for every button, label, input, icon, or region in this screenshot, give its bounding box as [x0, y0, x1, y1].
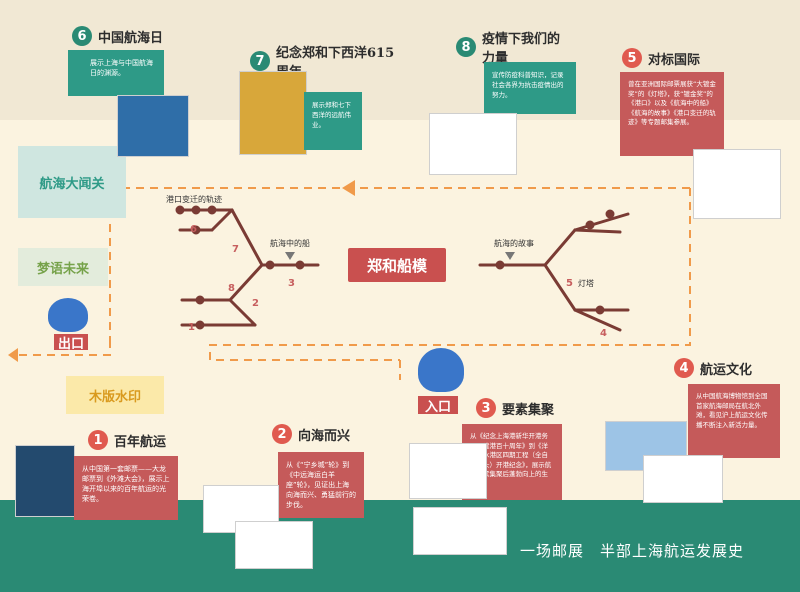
entry-sign[interactable]: 入口: [418, 396, 458, 415]
node-label-port: 港口变迁的轨迹: [166, 195, 222, 204]
stamp-image: [16, 446, 74, 516]
section-2-header: 2 向海而兴: [272, 424, 350, 444]
section-5-header: 5 对标国际: [622, 48, 700, 68]
stamp-image: [118, 96, 188, 156]
section-6-card: 展示上海与中国航海日的渊源。: [68, 50, 164, 96]
section-8-header: 8 疫情下我们的力量: [456, 28, 572, 66]
node-number: 1: [188, 322, 195, 333]
stamp-image: [410, 444, 486, 498]
section-5-card: 曾在亚洲国际邮票展获“大镀金奖”的《灯塔》，获“镀金奖”的《港口》以及《航海中的…: [620, 72, 724, 156]
section-number: 4: [674, 358, 694, 378]
node-label-lighthouse: 灯塔: [578, 279, 594, 288]
node-number: 2: [252, 298, 259, 309]
stamp-image: [414, 508, 506, 554]
center-exhibit[interactable]: 郑和船模: [348, 248, 446, 282]
node-number: 3: [288, 278, 295, 289]
section-2-card: 从《“宁乡城”轮》到《中远海运白羊座”轮》，见证出上海向海而兴、勇猛前行的步伐。: [278, 452, 364, 518]
zone-woodblock[interactable]: 木版水印: [66, 376, 164, 414]
node-number: 8: [228, 283, 235, 294]
section-number: 1: [88, 430, 108, 450]
section-number: 2: [272, 424, 292, 444]
section-number: 8: [456, 37, 476, 57]
exit-arrow: [8, 348, 18, 362]
section-4-card: 从中国航海博物馆到全国首家航海邮局在航北外滩，看见沪上航运文化传播不断注入新活力…: [688, 384, 780, 458]
section-7-card: 展示郑和七下西洋的远航伟业。: [304, 92, 362, 150]
section-title: 要素集聚: [502, 402, 555, 418]
mascot-icon: [418, 348, 464, 392]
section-number: 7: [250, 51, 270, 71]
section-title: 百年航运: [114, 434, 167, 450]
section-title: 对标国际: [648, 52, 701, 68]
node-number: 6: [190, 224, 197, 235]
section-6-header: 6 中国航海日: [72, 26, 163, 46]
section-4-header: 4 航运文化: [674, 358, 752, 378]
node-number: 7: [232, 244, 239, 255]
route-exit: [18, 340, 111, 356]
section-number: 6: [72, 26, 92, 46]
node-number: 5: [566, 278, 573, 289]
section-title: 中国航海日: [98, 30, 164, 46]
section-number: 5: [622, 48, 642, 68]
stamp-image: [694, 150, 780, 218]
node-label-story: 航海的故事: [494, 239, 534, 248]
section-title: 向海而兴: [298, 428, 351, 444]
section-title: 航运文化: [700, 362, 753, 378]
exit-sign[interactable]: 出口: [54, 334, 88, 352]
stamp-image: [236, 522, 312, 568]
section-3-header: 3 要素集聚: [476, 398, 554, 418]
section-1-card: 从中国第一套邮票——大龙邮票到《外滩大会》，展示上海开埠以来的百年航运的光荣卷。: [74, 456, 178, 520]
zone-future[interactable]: 梦语未来: [18, 248, 108, 286]
route-arrow: [342, 180, 355, 196]
stamp-image: [430, 114, 516, 174]
node-number: 4: [600, 328, 607, 339]
zone-navigation[interactable]: 航海大闻关: [18, 146, 126, 218]
section-1-header: 1 百年航运: [88, 430, 166, 450]
stamp-image: [240, 72, 306, 154]
section-8-card: 宣传防疫科普知识，记录社会各界为抗击疫情出的努力。: [484, 62, 576, 114]
node-label-ship: 航海中的船: [270, 239, 310, 248]
route-lower: [209, 188, 691, 361]
stamp-image: [644, 456, 722, 502]
mascot-icon: [48, 298, 88, 332]
section-title: 疫情下我们的力量: [482, 32, 561, 66]
footer-slogan: 一场邮展 半部上海航运发展史: [520, 542, 745, 560]
section-number: 3: [476, 398, 496, 418]
